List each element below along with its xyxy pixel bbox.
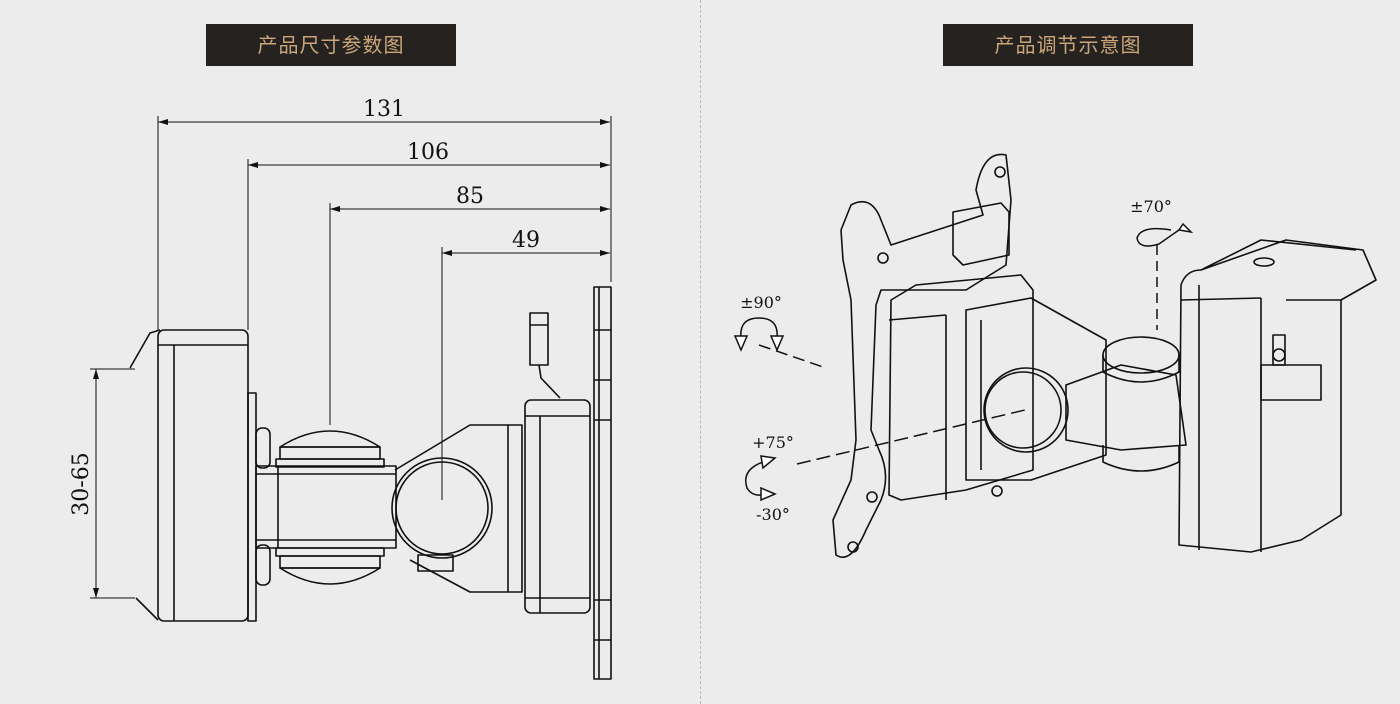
side-view-drawing: 131 106 85 49 30-65	[69, 97, 612, 680]
mount-perspective-view	[832, 153, 1377, 558]
rotate-arrow-icon	[740, 317, 778, 339]
angle-indicators	[733, 222, 1194, 502]
dim-label-106: 106	[407, 140, 449, 165]
perspective-drawing: ±70° ±90° +75° -30°	[733, 153, 1377, 558]
dim-label-clamp: 30-65	[69, 452, 94, 515]
rotate-angle-label: ±90°	[740, 293, 782, 312]
adjustment-title: 产品调节示意图	[943, 24, 1193, 66]
tilt-arrow-icon	[745, 461, 768, 496]
dim-label-131: 131	[363, 97, 405, 122]
panel-divider	[700, 0, 701, 704]
dim-label-85: 85	[456, 184, 484, 209]
dimensions-panel: 产品尺寸参数图 131	[69, 24, 612, 680]
dim-label-49: 49	[512, 228, 540, 253]
dimensions-title: 产品尺寸参数图	[206, 24, 456, 66]
tilt-up-angle-label: +75°	[752, 433, 794, 452]
tilt-down-angle-label: -30°	[756, 505, 790, 524]
adjustment-panel: 产品调节示意图	[701, 0, 1400, 704]
swivel-arrow-icon	[1136, 227, 1180, 247]
mount-side-view	[129, 286, 612, 680]
swivel-angle-label: ±70°	[1130, 197, 1172, 216]
